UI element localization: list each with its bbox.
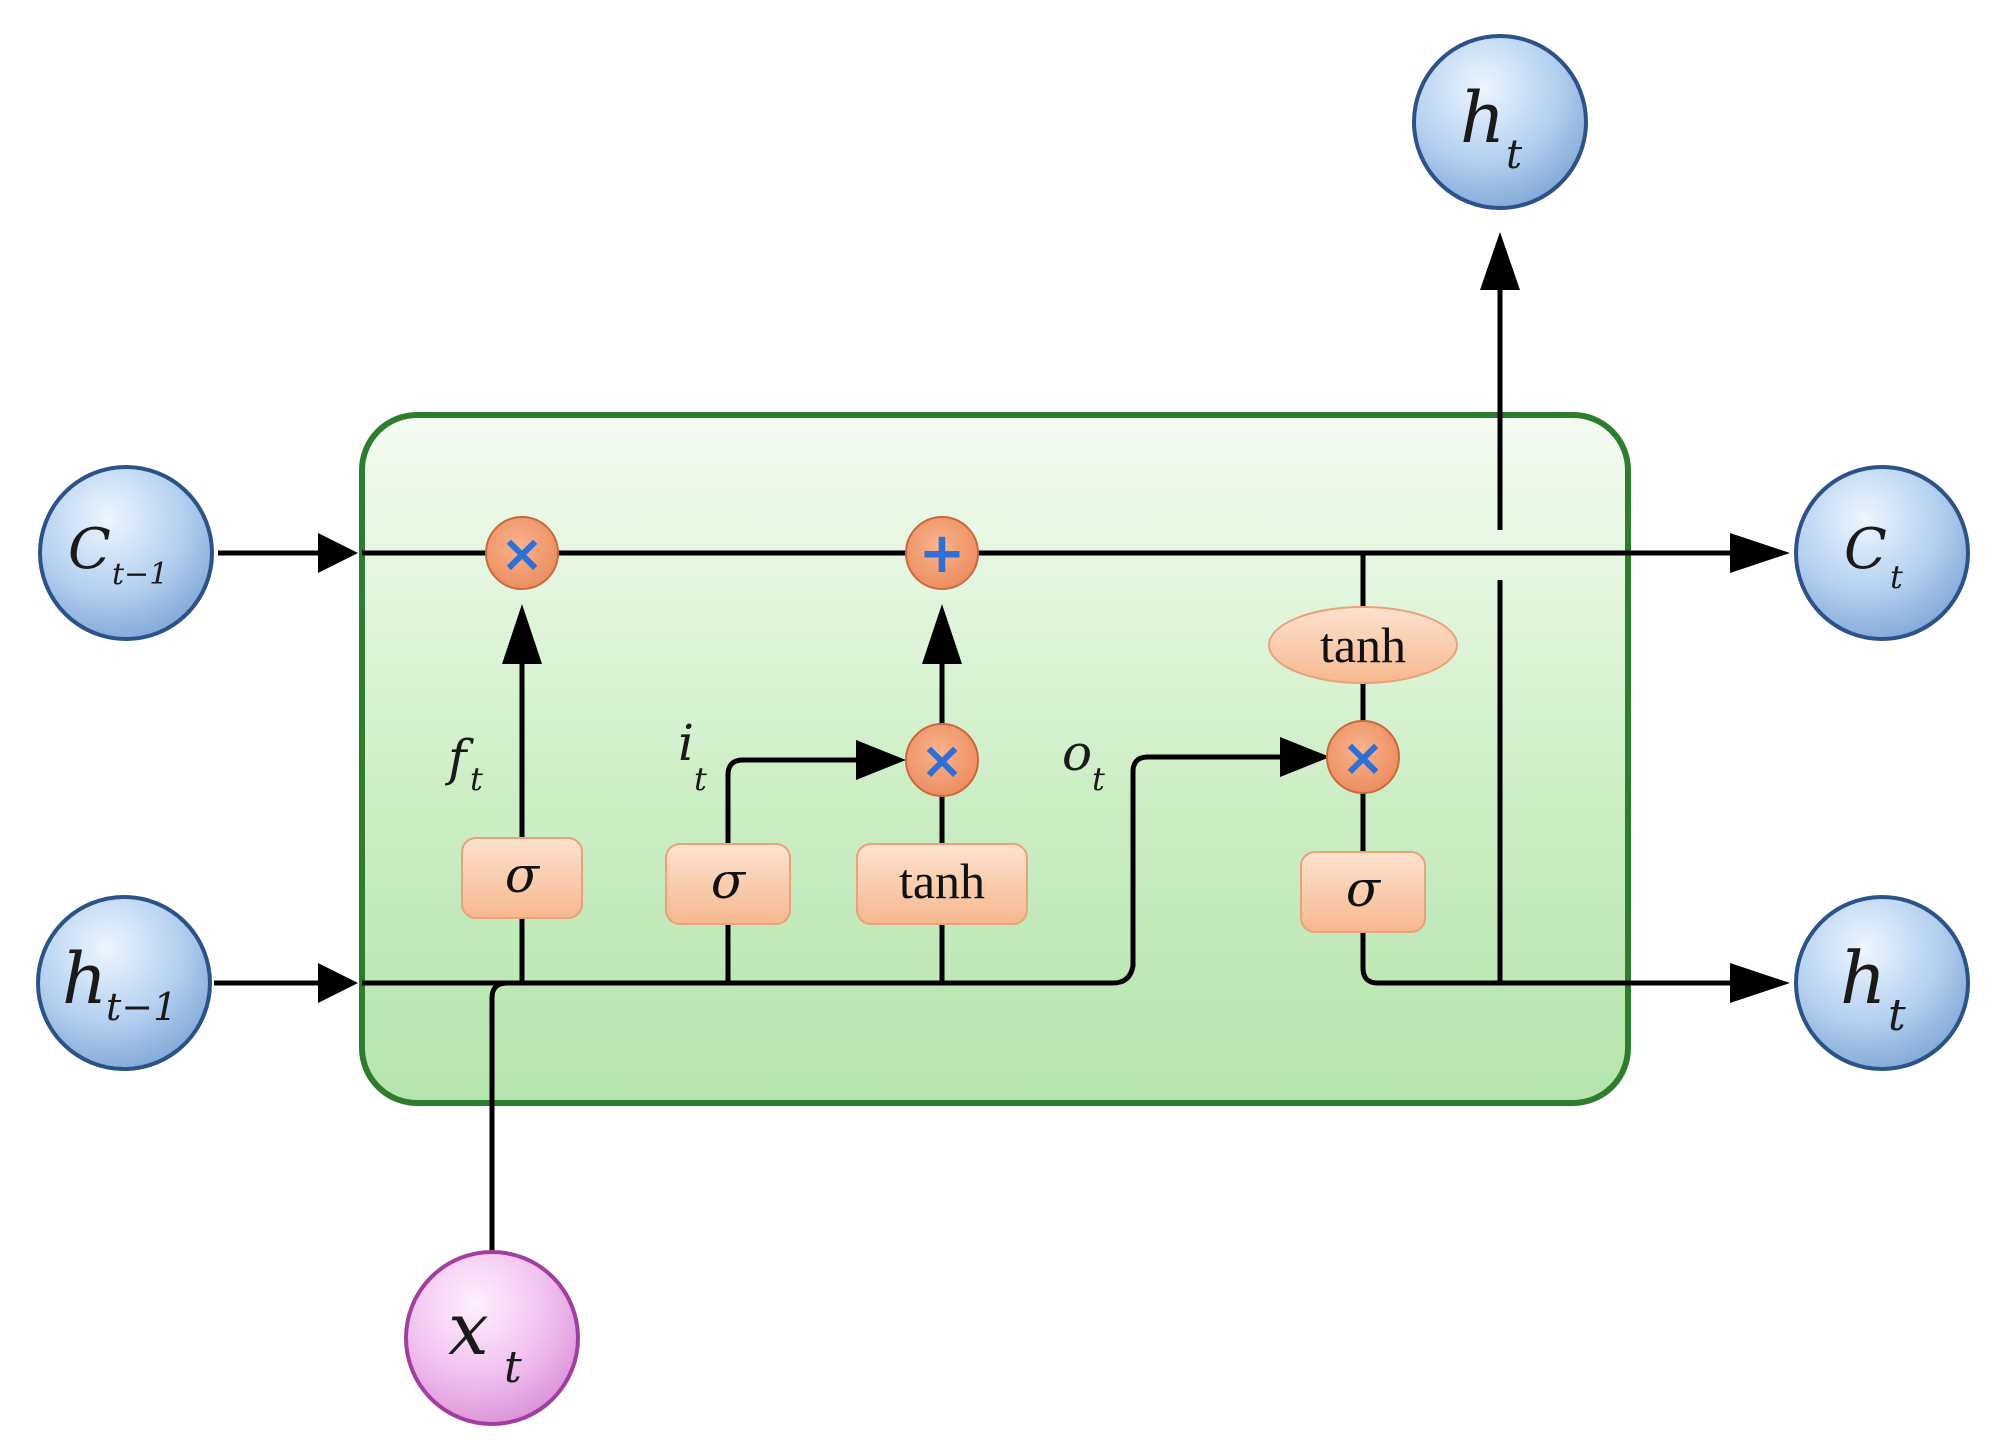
connection-lines: [214, 280, 1730, 1252]
arrowhead-input-right: [856, 740, 906, 780]
svg-text:×: ×: [920, 731, 964, 791]
arrowhead-c-prev: [318, 533, 358, 573]
node-c-out: C t: [1794, 465, 1970, 641]
svg-text:t−1: t−1: [112, 557, 168, 592]
svg-text:t−1: t−1: [106, 985, 177, 1029]
arrowhead-output-right: [1280, 737, 1330, 777]
node-x-in: x t: [404, 1250, 580, 1426]
svg-text:h: h: [62, 938, 107, 1020]
arrowhead-h-out: [1730, 963, 1790, 1003]
node-c-prev: C t−1: [38, 465, 214, 641]
svg-text:t: t: [504, 1342, 522, 1393]
svg-text:t: t: [1092, 760, 1105, 798]
arrowhead-plus-up: [922, 604, 962, 664]
svg-text:h: h: [1460, 77, 1505, 159]
node-h-out-right: h t: [1794, 895, 1970, 1071]
svg-text:×: ×: [500, 524, 544, 584]
svg-text:σ: σ: [505, 846, 541, 904]
svg-text:t: t: [470, 760, 483, 798]
svg-text:t: t: [1888, 990, 1906, 1041]
sigma-output-block: σ: [1300, 851, 1426, 933]
node-h-out-top: h t: [1412, 34, 1588, 210]
sigma-input-block: σ: [665, 843, 791, 925]
sigma-forget-block: σ: [461, 837, 583, 919]
operator-forget-multiply: ×: [485, 516, 559, 590]
tanh-candidate-block: tanh: [856, 843, 1028, 925]
svg-text:t: t: [694, 760, 707, 798]
arrowhead-h-top-up: [1480, 232, 1520, 290]
tanh-cell-ellipse: tanh: [1268, 606, 1458, 684]
svg-text:σ: σ: [1346, 860, 1382, 918]
svg-text:t: t: [1890, 558, 1903, 596]
svg-text:i: i: [678, 714, 694, 772]
operator-output-multiply: ×: [1326, 720, 1400, 794]
svg-text:x: x: [448, 1287, 489, 1371]
arrowheads: [318, 232, 1790, 1003]
svg-text:+: +: [919, 521, 966, 586]
operator-input-multiply: ×: [905, 723, 979, 797]
arrowhead-c-out: [1730, 533, 1790, 573]
operator-cell-add: +: [905, 516, 979, 590]
arrowhead-forget-up: [502, 604, 542, 664]
svg-text:C: C: [68, 517, 111, 582]
svg-text:t: t: [1506, 132, 1523, 178]
label-output-gate: o t: [1062, 724, 1105, 798]
node-h-prev: h t−1: [36, 895, 212, 1071]
svg-text:C: C: [1844, 517, 1887, 582]
svg-text:σ: σ: [711, 852, 747, 910]
label-input-gate: i t: [678, 714, 707, 798]
lstm-cell-box: [359, 412, 1631, 1106]
svg-text:h: h: [1840, 936, 1886, 1020]
svg-text:tanh: tanh: [1320, 617, 1406, 673]
arrowhead-h-prev: [318, 963, 358, 1003]
svg-text:o: o: [1062, 724, 1092, 782]
svg-text:tanh: tanh: [899, 853, 985, 909]
svg-text:×: ×: [1341, 728, 1385, 788]
